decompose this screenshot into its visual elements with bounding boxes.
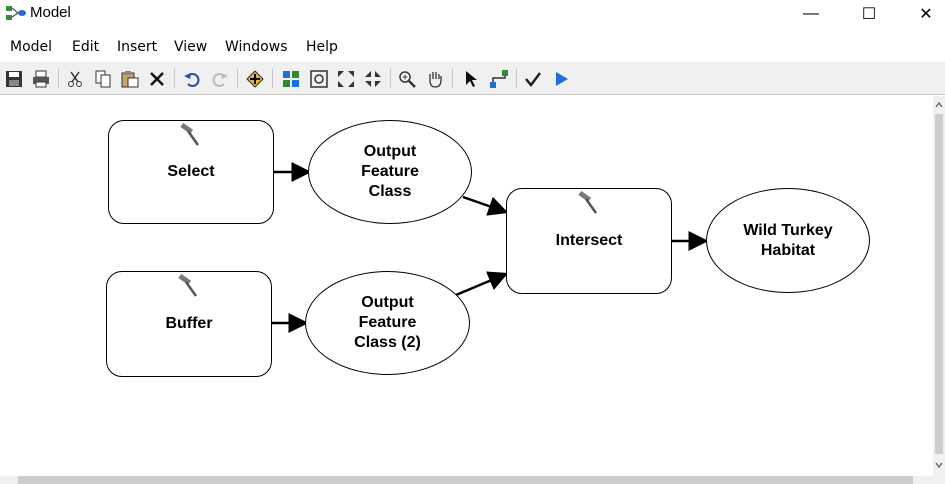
menu-edit[interactable]: Edit — [72, 39, 100, 55]
toolbar-separator — [237, 68, 238, 88]
toolbar-separator — [516, 68, 517, 88]
data-output-feature-class[interactable]: Output Feature Class — [308, 120, 472, 224]
data-output-feature-class-2[interactable]: Output Feature Class (2) — [305, 271, 470, 375]
pan-icon[interactable] — [424, 68, 446, 90]
connect-icon[interactable] — [488, 68, 510, 90]
tool-label: Intersect — [555, 232, 623, 249]
toolbar-separator — [272, 68, 273, 88]
add-data-icon[interactable] — [244, 68, 266, 90]
minimize-button[interactable]: — — [803, 5, 819, 22]
vertical-scroll-thumb[interactable] — [935, 114, 943, 454]
delete-icon[interactable] — [146, 68, 168, 90]
save-icon[interactable] — [3, 68, 25, 90]
model-app-icon — [6, 6, 26, 20]
maximize-button[interactable]: ☐ — [861, 6, 877, 23]
scroll-down-arrow-icon[interactable] — [933, 460, 945, 470]
tool-label: Select — [167, 163, 215, 180]
model-canvas[interactable]: Select Buffer Output Feature Class Outpu… — [0, 96, 933, 476]
print-icon[interactable] — [30, 68, 52, 90]
data-wild-turkey-habitat[interactable]: Wild Turkey Habitat — [706, 188, 870, 293]
window-title: Model — [30, 4, 71, 21]
connector-output-to-intersect — [462, 195, 509, 216]
title-bar: Model — ☐ ✕ — [0, 0, 945, 30]
copy-icon[interactable] — [92, 68, 114, 90]
select-icon[interactable] — [460, 68, 482, 90]
run-icon[interactable] — [550, 68, 572, 90]
hammer-icon — [178, 274, 198, 297]
menu-bar: Model Edit Insert View Windows Help — [0, 35, 945, 61]
cut-icon[interactable] — [64, 68, 86, 90]
connector-output2-to-intersect — [455, 271, 509, 297]
hammer-icon — [180, 123, 200, 146]
zoom-out-fixed-icon[interactable] — [362, 68, 384, 90]
hammer-icon — [578, 191, 598, 214]
toolbar-separator — [174, 68, 175, 88]
menu-view[interactable]: View — [174, 39, 208, 55]
zoom-in-icon[interactable] — [396, 68, 418, 90]
scroll-up-arrow-icon[interactable] — [933, 100, 945, 110]
toolbar — [0, 62, 945, 95]
vertical-scrollbar[interactable] — [933, 96, 945, 476]
undo-icon[interactable] — [181, 68, 203, 90]
full-extent-icon[interactable] — [308, 68, 330, 90]
auto-layout-icon[interactable] — [280, 68, 302, 90]
horizontal-scroll-thumb[interactable] — [18, 476, 913, 484]
menu-help[interactable]: Help — [306, 39, 338, 55]
menu-insert[interactable]: Insert — [117, 39, 158, 55]
tool-label: Buffer — [165, 315, 213, 332]
toolbar-separator — [58, 68, 59, 88]
horizontal-scrollbar[interactable] — [0, 476, 945, 484]
close-button[interactable]: ✕ — [919, 6, 933, 23]
toolbar-separator — [390, 68, 391, 88]
redo-icon[interactable] — [209, 68, 231, 90]
tool-intersect[interactable]: Intersect — [506, 188, 672, 294]
tool-select[interactable]: Select — [108, 120, 274, 224]
toolbar-separator — [452, 68, 453, 88]
tool-buffer[interactable]: Buffer — [106, 271, 272, 377]
menu-model[interactable]: Model — [10, 39, 53, 55]
validate-icon[interactable] — [522, 68, 544, 90]
paste-icon[interactable] — [119, 68, 141, 90]
menu-windows[interactable]: Windows — [225, 39, 288, 55]
connectors — [271, 162, 709, 333]
zoom-in-fixed-icon[interactable] — [335, 68, 357, 90]
